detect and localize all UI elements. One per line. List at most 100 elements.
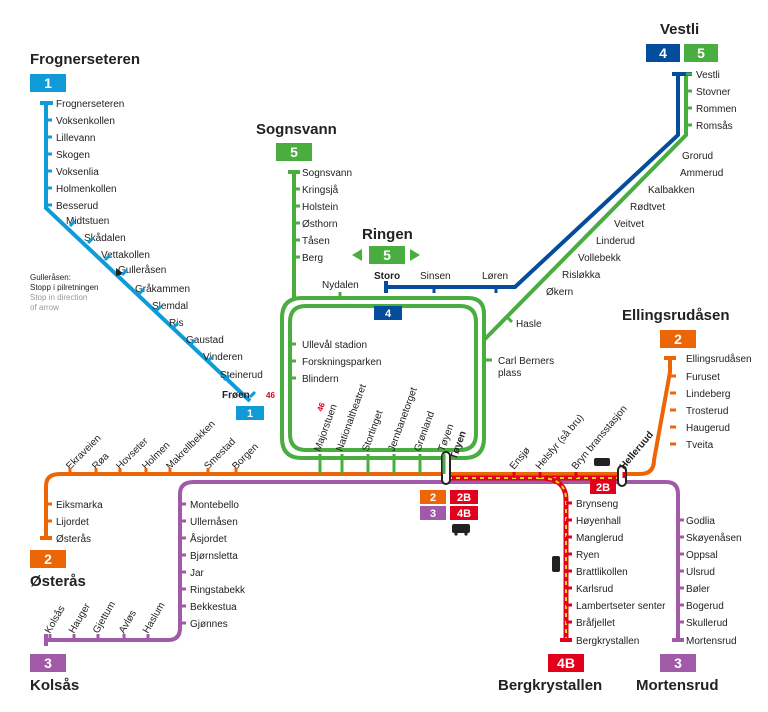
badge-bergkrystallen-label: 4B <box>557 655 575 671</box>
station-label: Hasle <box>516 319 542 330</box>
station-label: Bjørnsletta <box>190 551 238 562</box>
station-tick <box>86 236 95 245</box>
station-label: Østhorn <box>302 219 338 230</box>
station-label: Økern <box>546 287 573 298</box>
station-label: Carl Berners <box>498 356 554 367</box>
badge-toyen-3-label: 3 <box>430 508 436 520</box>
hellerud-interchange <box>617 465 627 487</box>
terminal-ringen: Ringen <box>362 226 413 243</box>
gullerasen-note-en-2: of arrow <box>30 303 59 312</box>
station-label: Frognerseteren <box>56 99 124 110</box>
badge-line1-label: 1 <box>44 75 52 91</box>
gullerasen-note-en-1: Stop in direction <box>30 293 87 302</box>
badge-froen <box>236 406 264 420</box>
station-label: Steinerud <box>220 370 263 381</box>
station-label: Lindeberg <box>686 389 730 400</box>
badge-ellingsrud-label: 2 <box>674 331 682 347</box>
terminal-ellingsrudasen: Ellingsrudåsen <box>622 307 730 324</box>
station-label: Storo <box>374 271 400 282</box>
majorstuen-46-label: 46 <box>315 401 327 413</box>
station-label: Vinderen <box>203 352 243 363</box>
line-4 <box>384 72 692 293</box>
station-label: Berg <box>302 253 323 264</box>
station-label: Grønland <box>412 410 437 453</box>
train-icon-brattlikollen <box>552 556 560 572</box>
station-label: Tåsen <box>302 235 330 247</box>
station-tick <box>120 268 129 277</box>
station-label: Holmenkollen <box>56 184 117 195</box>
station-label: Gaustad <box>186 335 224 346</box>
station-label: Karlsrud <box>576 584 613 595</box>
station-label: Vollebekk <box>578 253 622 264</box>
station-label: Røa <box>90 451 111 472</box>
terminal-kolsas: Kolsås <box>30 677 79 694</box>
badge-froen-label: 1 <box>247 408 253 420</box>
station-tick <box>506 316 514 324</box>
station-label: Voksenlia <box>56 167 99 178</box>
station-label: Ulsrud <box>686 567 715 578</box>
station-tick <box>154 304 163 313</box>
station-label: Romsås <box>696 120 733 132</box>
gullerasen-note-1: Gulleråsen: <box>30 273 71 282</box>
station-label: Besserud <box>56 201 98 212</box>
station-label: Hauger <box>67 601 93 635</box>
station-label: Avløs <box>117 608 139 635</box>
badge-toyen-4b-label: 4B <box>457 508 471 520</box>
station-label: Veitvet <box>614 219 644 230</box>
badge-sognsvann-label: 5 <box>290 144 298 160</box>
station-label: Gjønnes <box>190 619 228 630</box>
station-label: Montebello <box>190 500 239 511</box>
station-label: Kalbakken <box>648 185 695 196</box>
station-tick <box>222 373 231 382</box>
station-label: Rødtvet <box>630 202 665 213</box>
station-label: Åsjordet <box>190 532 227 545</box>
badge-ellingsrud <box>660 330 696 348</box>
station-label: Furuset <box>686 372 720 383</box>
station-label: Risløkka <box>562 270 601 281</box>
station-tick <box>137 287 146 296</box>
station-label: Brynseng <box>576 499 618 510</box>
station-label: Kolsås <box>42 604 67 636</box>
station-tick <box>103 253 112 262</box>
station-label: Bogerud <box>686 601 724 612</box>
terminal-bergkrystallen: Bergkrystallen <box>498 677 602 694</box>
station-label: Slemdal <box>152 301 188 312</box>
terminal-mortensrud: Mortensrud <box>636 677 719 694</box>
station-label: Bekkestua <box>190 602 237 613</box>
station-label: Gråkammen <box>135 283 190 295</box>
badge-toyen-2b-label: 2B <box>457 492 471 504</box>
badge-ring-4 <box>374 306 402 320</box>
station-label: Brattlikollen <box>576 567 628 578</box>
badge-kolsas <box>30 654 66 672</box>
station-label: Ellingsrudåsen <box>686 353 752 365</box>
station-label: Sognsvann <box>302 168 352 179</box>
station-label: Ensjø <box>508 445 533 472</box>
station-label: Trosterud <box>686 406 728 417</box>
station-label: Ryen <box>576 550 599 561</box>
station-label: Bråfjellet <box>576 617 615 629</box>
station-label: Forskningsparken <box>302 357 381 368</box>
station-label: Ullernåsen <box>190 516 238 528</box>
station-label: Grorud <box>682 151 713 162</box>
station-label: Frøen <box>222 390 250 401</box>
bus-icon <box>452 524 470 536</box>
badge-toyen-3 <box>420 506 446 520</box>
station-label: Godlia <box>686 516 715 527</box>
station-label: Eiksmarka <box>56 500 103 511</box>
station-label: Skøyenåsen <box>686 532 742 544</box>
badge-sognsvann <box>276 143 312 161</box>
terminal-frognerseteren: Frognerseteren <box>30 51 140 68</box>
station-label: Skogen <box>56 150 90 161</box>
station-label: Haugerud <box>686 423 730 434</box>
badge-kolsas-label: 3 <box>44 655 52 671</box>
station-label: Mortensrud <box>686 636 737 647</box>
badge-hellerud-2b-label: 2B <box>596 482 610 494</box>
station-label: Manglerud <box>576 533 623 544</box>
station-label: Gjettum <box>91 600 118 636</box>
station-label: Skådalen <box>84 232 126 244</box>
station-label: Haslum <box>141 601 167 636</box>
station-label: Bøler <box>686 584 711 595</box>
badge-mortensrud <box>660 654 696 672</box>
station-label: Sinsen <box>420 271 451 282</box>
